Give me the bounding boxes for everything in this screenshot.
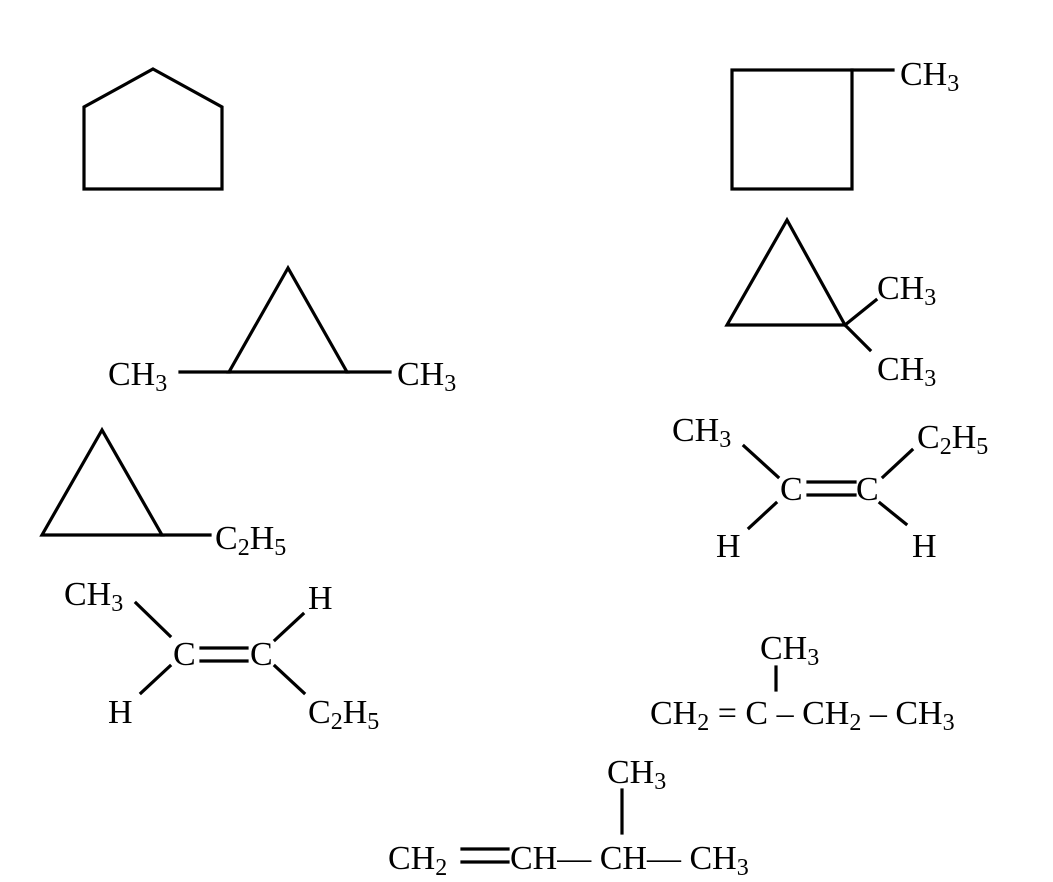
- dimethylcyclopropane-11-top-bond: [842, 297, 879, 328]
- left-alkene-carbon-2: C: [250, 636, 273, 673]
- left-alkene-h-right-bond: [272, 611, 306, 643]
- methylbutene-2-condensed-formula: CH2 = C – CH2 – CH3: [650, 695, 955, 736]
- methylbutene-2-ch2-b: CH2: [802, 695, 862, 736]
- cyclopentane-ring: [82, 67, 224, 191]
- left-alkene-ch3-label: CH3: [64, 576, 124, 617]
- ethylcyclopropane-ring: [39, 426, 165, 537]
- methylbutene-2-dash-1: –: [776, 695, 794, 732]
- methylbutene-3-dash-1: —: [557, 840, 592, 877]
- methylcyclobutane-ch3-label: CH3: [900, 56, 960, 97]
- ethylcyclopropane-c2h5-label: C2H5: [215, 520, 287, 561]
- right-alkene-c2h5-label: C2H5: [917, 419, 989, 460]
- right-alkene-carbon-1: C: [780, 471, 803, 508]
- right-alkene-h-left: H: [716, 528, 741, 565]
- right-alkene-ch3-bond: [741, 443, 781, 480]
- methylbutene-3-condensed-formula: CH— CH— CH3: [510, 840, 749, 881]
- methylbutene-3-ch3-top: CH3: [607, 754, 667, 795]
- methylbutene-2-ch3-top: CH3: [760, 630, 820, 671]
- dimethylcyclopropane-12-left-ch3: CH3: [108, 356, 168, 397]
- dimethylcyclopropane-11-ring: [724, 216, 848, 327]
- right-alkene-h-right-bond: [877, 500, 909, 527]
- left-alkene-ch3-bond: [133, 600, 173, 639]
- left-alkene-h-right: H: [308, 580, 333, 617]
- methylbutene-2-ch3-end: CH3: [895, 695, 955, 736]
- cyclobutane-ring: [730, 68, 854, 191]
- left-alkene-c2h5-bond: [272, 663, 307, 696]
- right-alkene-ch3-label: CH3: [672, 412, 732, 453]
- methylbutene-3-ch3-end: CH3: [689, 840, 749, 881]
- methylbutene-2-ch2-a: CH2: [650, 695, 710, 736]
- methylbutene-2-equals: =: [717, 695, 737, 732]
- right-alkene-c2h5-bond: [880, 447, 915, 480]
- left-alkene-c2h5-label: C2H5: [308, 694, 380, 735]
- methylbutene-3-ch-a: CH: [510, 840, 558, 877]
- dimethylcyclopropane-11-bottom-bond: [842, 322, 873, 353]
- right-alkene-carbon-2: C: [856, 471, 879, 508]
- methylbutene-3-dash-2: —: [646, 840, 681, 877]
- dimethylcyclopropane-11-bottom-ch3: CH3: [877, 351, 937, 392]
- left-alkene-carbon-1: C: [173, 636, 196, 673]
- left-alkene-h-left: H: [108, 694, 133, 731]
- methylbutene-2-dash-2: –: [869, 695, 887, 732]
- methylbutene-3-ch-b: CH: [599, 840, 647, 877]
- left-alkene-h-left-bond: [138, 663, 173, 696]
- right-alkene-h-left-bond: [746, 500, 779, 531]
- methylbutene-2-carbon: C: [745, 695, 769, 732]
- dimethylcyclopropane-12-right-ch3: CH3: [397, 356, 457, 397]
- dimethylcyclopropane-12-ring: [226, 264, 350, 374]
- right-alkene-h-right: H: [912, 528, 937, 565]
- dimethylcyclopropane-11-top-ch3: CH3: [877, 270, 937, 311]
- methylbutene-3-ch2: CH2: [388, 840, 448, 881]
